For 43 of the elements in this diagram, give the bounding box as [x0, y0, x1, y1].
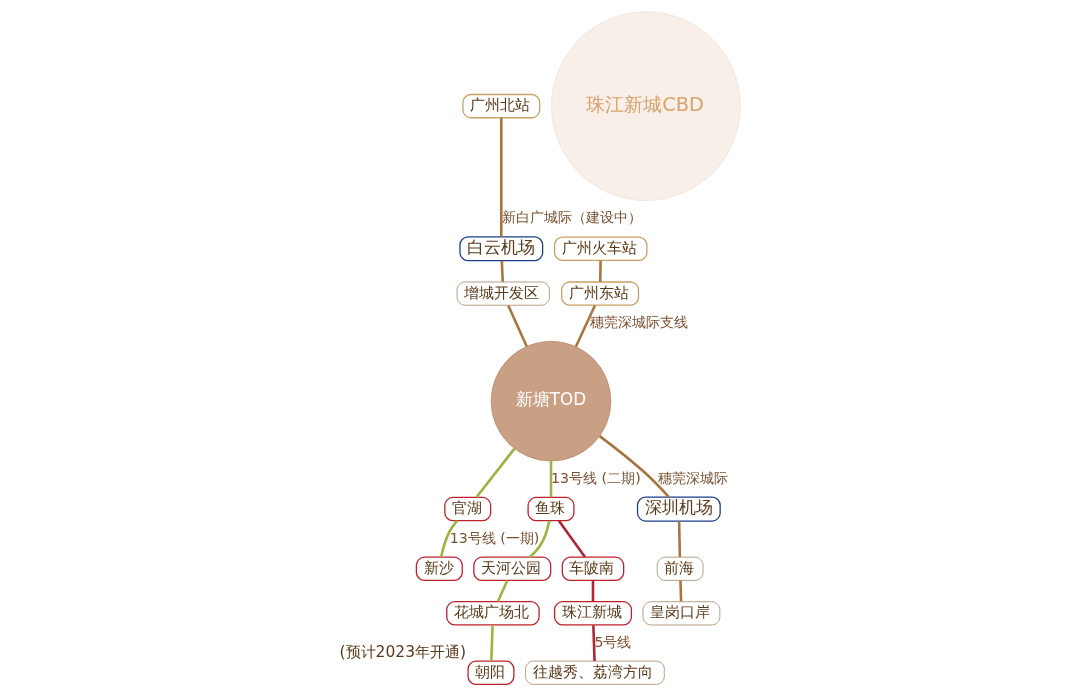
- node-label: (预计2023年开通): [339, 642, 467, 661]
- connector: [549, 460, 553, 497]
- edge-label: 13号线 (一期): [449, 529, 540, 546]
- node-circle: 珠江新城CBD: [551, 10, 741, 201]
- node-box: 车陂南: [561, 556, 625, 581]
- node-box: 新沙: [415, 556, 463, 581]
- connector: [591, 580, 595, 601]
- node-box: 白云机场: [459, 235, 544, 261]
- node-box: 皇岗口岸: [642, 600, 721, 625]
- node-box: 天河公园: [473, 556, 552, 581]
- connector: [677, 520, 682, 557]
- connector: [490, 624, 494, 661]
- node-box: 广州东站: [561, 280, 640, 306]
- edge-label: 新白广城际（建设中）: [501, 208, 642, 225]
- connector: [500, 260, 505, 282]
- edge-label: 5号线: [594, 633, 632, 650]
- connector: [592, 624, 596, 661]
- connector: [574, 304, 597, 347]
- connector: [496, 579, 509, 602]
- node-box: 珠江新城: [553, 600, 633, 626]
- node-box: 花城广场北: [446, 600, 540, 626]
- connector: [528, 519, 551, 558]
- node-box: 深圳机场: [636, 496, 721, 522]
- connector: [598, 259, 602, 282]
- edge-label: 13号线 (二期): [551, 469, 641, 486]
- edge-label: 穗莞深城际支线: [590, 313, 689, 330]
- node-box: 广州北站: [462, 93, 541, 118]
- node-box: 前海: [656, 556, 704, 581]
- node-box: 往越秀、荔湾方向: [525, 660, 665, 685]
- connector: [557, 519, 587, 558]
- connector: [500, 117, 503, 237]
- connector: [598, 434, 670, 498]
- connector: [439, 519, 458, 557]
- node-box: 官湖: [444, 496, 492, 521]
- connector: [507, 304, 528, 347]
- node-box: 朝阳: [467, 659, 515, 685]
- connector: [679, 580, 683, 601]
- connector: [475, 447, 516, 498]
- node-box: 广州火车站: [553, 235, 648, 261]
- node-box: 增城开发区: [456, 281, 550, 306]
- node-box: 鱼珠: [527, 496, 575, 521]
- edge-label: 穗莞深城际: [658, 469, 729, 486]
- node-circle: 新塘TOD: [490, 340, 612, 461]
